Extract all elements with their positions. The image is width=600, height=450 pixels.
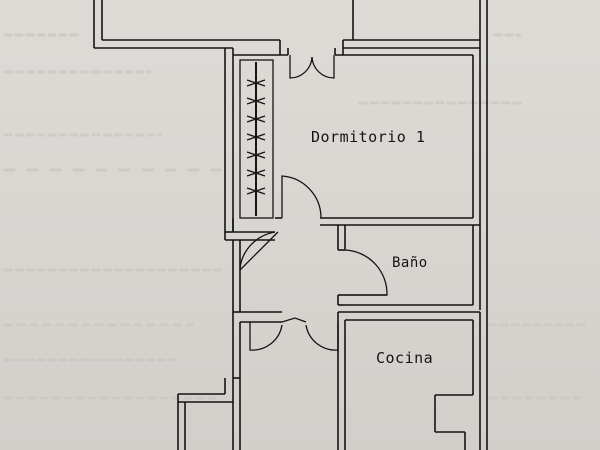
wardrobe-closet	[239, 59, 274, 219]
kitchen-door	[249, 322, 283, 351]
walls	[93, 0, 488, 450]
bedroom-top-door	[289, 55, 313, 79]
room-label-cocina: Cocina	[376, 349, 434, 367]
room-label-dormitorio: Dormitorio 1	[311, 128, 426, 146]
bathroom-door	[344, 249, 388, 296]
corridor-door	[239, 231, 276, 269]
bleed-through-text	[3, 33, 587, 400]
room-label-bano: Baño	[392, 255, 428, 271]
doors	[239, 55, 388, 351]
bedroom-door	[281, 175, 322, 219]
